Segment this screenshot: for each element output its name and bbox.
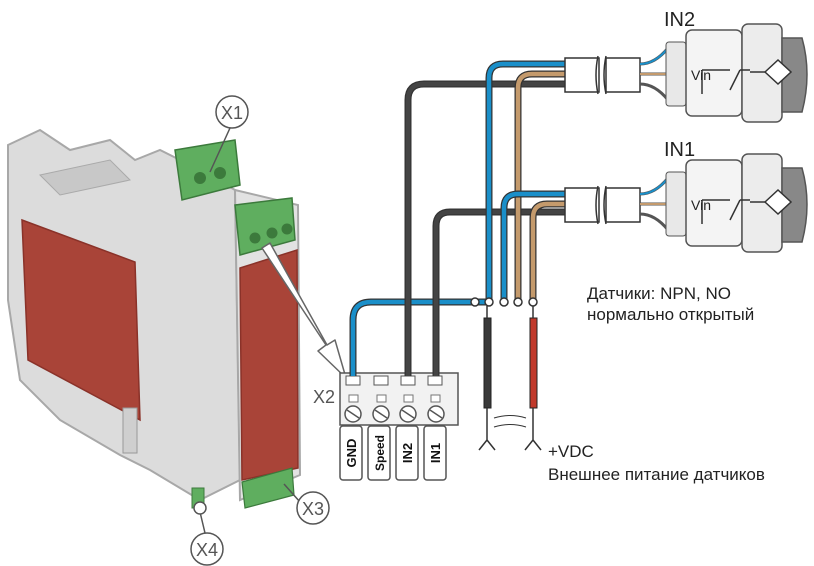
note-power-line1: +VDC xyxy=(548,442,594,461)
sensor-in1-vin: Vin xyxy=(691,197,711,213)
terminal-wire-hole xyxy=(345,375,361,386)
terminal-slot xyxy=(348,394,359,403)
terminal-screw xyxy=(344,405,362,423)
connector-x1-screw xyxy=(194,172,206,184)
din-rail-module xyxy=(7,128,302,509)
callout-x4-leader xyxy=(199,511,206,534)
junction-dot xyxy=(513,297,523,307)
terminal-tab-gnd xyxy=(339,425,363,481)
note-power-line2: Внешнее питание датчиков xyxy=(548,465,765,484)
callout-x3-leader xyxy=(283,483,301,503)
wire-in2-brown xyxy=(514,70,570,302)
callout-x3-circle xyxy=(296,491,330,525)
wire-in2-blue-core xyxy=(486,61,570,302)
terminal-wire-hole xyxy=(373,375,389,386)
terminal-label-in1: IN1 xyxy=(428,443,443,463)
terminal-tab-in1 xyxy=(423,425,447,481)
terminal-label-gnd: GND xyxy=(344,439,359,468)
terminal-label-speed: Speed xyxy=(373,435,387,471)
terminal-slot xyxy=(430,394,441,403)
sensor-in1 xyxy=(639,153,808,253)
supply-gnd-fork xyxy=(478,408,496,451)
supply-vdc-fork xyxy=(524,408,542,451)
note-sensor-type-line2: нормально открытый xyxy=(587,305,754,324)
wire-in2-black-core xyxy=(405,81,570,376)
callout-x4-label: X4 xyxy=(196,540,218,560)
wire-in1-blue-core xyxy=(501,191,570,302)
junction-dot xyxy=(528,297,538,307)
wire-in1-black-core xyxy=(433,209,570,376)
connector-x2-block xyxy=(234,197,296,256)
terminal-screw xyxy=(427,405,445,423)
callout-x4-circle xyxy=(190,532,224,566)
wire-gnd-blue-core xyxy=(350,299,490,376)
connector-x2-screw xyxy=(281,223,293,235)
sensor-in2 xyxy=(639,23,808,123)
callout-x1-leader xyxy=(209,127,231,173)
sensor-in2-title: IN2 xyxy=(664,9,695,31)
supply-lead-gnd xyxy=(483,317,492,409)
module-latch xyxy=(122,407,138,454)
supply-cable-tie xyxy=(493,415,527,428)
connector-x2-screw xyxy=(266,227,278,239)
terminal-label-in2: IN2 xyxy=(400,443,415,463)
terminal-slot xyxy=(376,394,387,403)
callout-x4-dot xyxy=(193,501,207,515)
terminal-wire-hole xyxy=(427,375,443,386)
cable-break-in2 xyxy=(564,55,641,95)
junction-dot xyxy=(484,297,494,307)
terminal-tab-speed xyxy=(367,425,391,481)
callout-x1-circle xyxy=(215,95,249,129)
callout-x3-label: X3 xyxy=(302,499,324,519)
cable-break-in1 xyxy=(564,185,641,225)
callout-x1-label: X1 xyxy=(221,103,243,123)
wire-gnd-blue xyxy=(349,298,490,376)
supply-lead-vdc xyxy=(529,317,538,409)
junction-dot xyxy=(499,297,509,307)
terminal-slot xyxy=(403,394,414,403)
terminal-wire-hole xyxy=(400,375,416,386)
junction-dot xyxy=(470,297,480,307)
terminal-block: GND Speed IN2 IN1 xyxy=(339,372,459,481)
connector-x2-screw xyxy=(249,232,261,244)
sensor-in1-title: IN1 xyxy=(664,139,695,161)
sensor-in2-vin: Vin xyxy=(691,67,711,83)
connector-x1-screw xyxy=(214,167,226,179)
wire-in2-brown-core xyxy=(515,71,570,302)
callout-x2-label: X2 xyxy=(313,387,335,407)
connector-x1-block xyxy=(174,139,241,201)
terminal-screw xyxy=(399,405,417,423)
terminal-screw xyxy=(372,405,390,423)
terminal-tab-in2 xyxy=(395,425,419,481)
module-side-panel xyxy=(21,218,141,422)
pointer-arrow xyxy=(261,242,347,379)
module-top-ridge xyxy=(38,159,132,196)
note-sensor-type-line1: Датчики: NPN, NO xyxy=(587,284,731,303)
wire-in1-brown-core xyxy=(530,201,570,302)
